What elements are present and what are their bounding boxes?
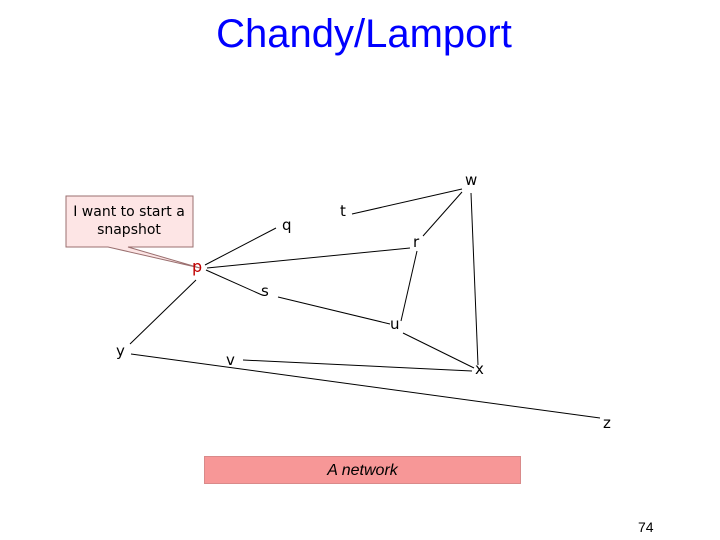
callout-bubble bbox=[65, 195, 201, 269]
slide-title: Chandy/Lamport bbox=[216, 12, 512, 56]
node-w: w bbox=[465, 171, 478, 189]
node-x: x bbox=[475, 360, 484, 378]
edge-layer bbox=[129, 188, 601, 419]
node-z: z bbox=[603, 414, 611, 432]
edge-r-u bbox=[400, 250, 418, 322]
node-u: u bbox=[390, 315, 400, 333]
edge-p-q bbox=[204, 227, 277, 266]
edge-p-r bbox=[206, 247, 411, 269]
edge-t-w bbox=[351, 188, 463, 215]
node-r: r bbox=[413, 233, 420, 251]
caption-text: A network bbox=[327, 462, 398, 479]
callout-text: I want to start a snapshot bbox=[73, 204, 185, 238]
page-number: 74 bbox=[638, 519, 654, 535]
edge-s-u bbox=[277, 296, 391, 325]
edge-w-r bbox=[422, 191, 463, 237]
edge-p-s bbox=[205, 269, 263, 296]
edge-p-y bbox=[129, 279, 197, 345]
caption-box: A network bbox=[204, 456, 521, 484]
edge-w-x bbox=[470, 192, 479, 366]
node-y: y bbox=[116, 342, 125, 360]
node-q: q bbox=[282, 216, 292, 234]
node-t: t bbox=[340, 202, 346, 220]
edge-u-x bbox=[402, 332, 475, 369]
edge-y-z bbox=[130, 353, 601, 419]
node-v: v bbox=[226, 351, 235, 369]
node-s: s bbox=[261, 282, 269, 300]
node-p: p bbox=[192, 257, 203, 276]
edge-v-x bbox=[242, 359, 473, 372]
